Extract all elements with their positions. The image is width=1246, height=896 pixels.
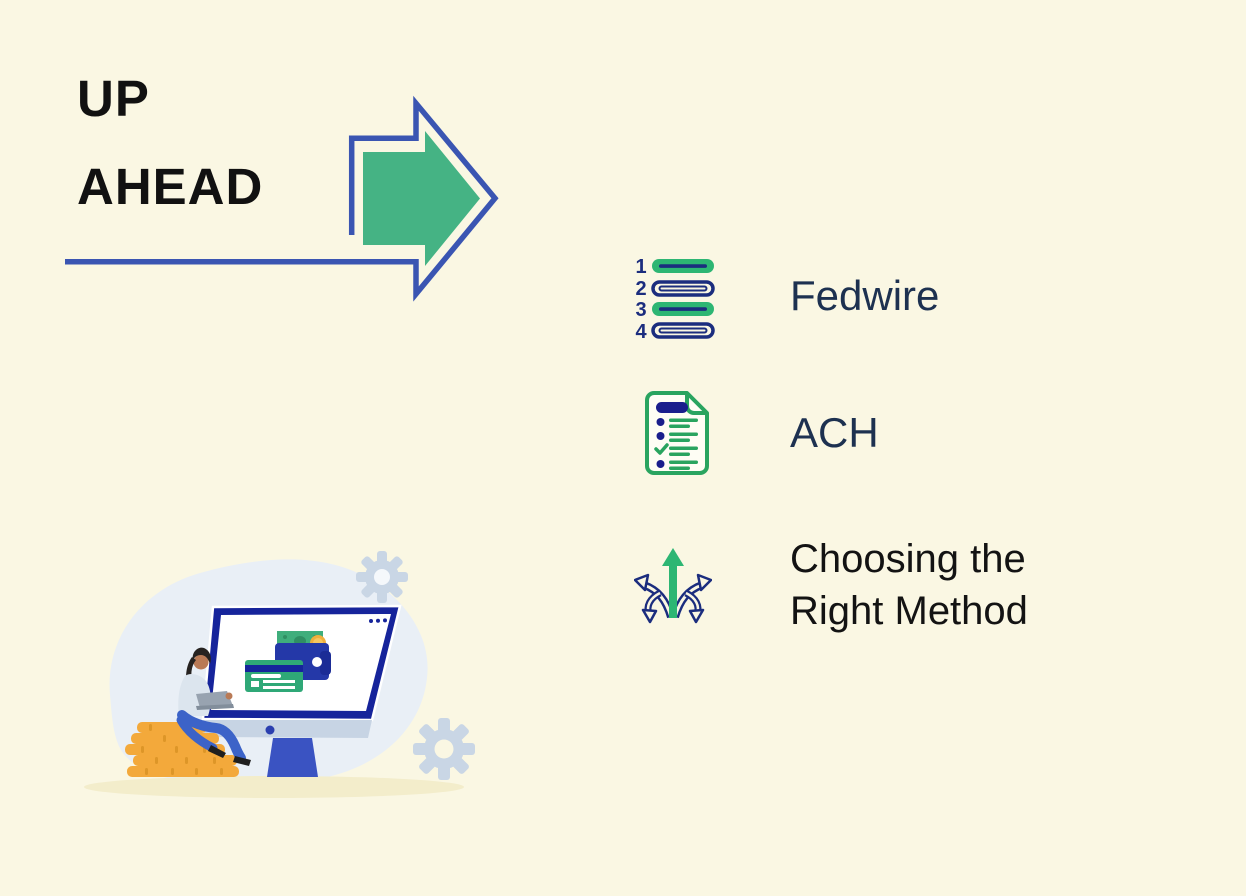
- gear-icon: [356, 551, 408, 603]
- wallet-money-graphic: [245, 631, 331, 692]
- person-shoe: [208, 745, 226, 758]
- gear-icon: [413, 718, 475, 780]
- monitor: [201, 604, 402, 777]
- svg-text:2: 2: [635, 278, 646, 300]
- list-item-ach: ACH: [632, 386, 879, 480]
- numbered-list-icon: 1 2 3 4: [635, 256, 715, 340]
- ground-shadow: [84, 776, 464, 798]
- title-line-1: UP: [77, 70, 150, 127]
- checklist-icon: [645, 391, 709, 475]
- item-label-fedwire: Fedwire: [790, 272, 940, 319]
- list-item-choosing-method: Choosing the Right Method: [632, 533, 1090, 637]
- svg-text:1: 1: [635, 256, 646, 278]
- coin-stack: [125, 722, 239, 777]
- person-leg: [176, 715, 218, 753]
- person: [176, 647, 251, 766]
- arrow-green-fill: [363, 131, 480, 266]
- svg-text:4: 4: [635, 321, 647, 340]
- laptop: [196, 691, 233, 708]
- item-label-ach: ACH: [790, 409, 879, 456]
- person-shoe: [233, 756, 251, 766]
- arrow-outline: [65, 95, 499, 302]
- up-ahead-arrow-icon: [60, 95, 505, 310]
- page-title: UP AHEAD: [77, 55, 263, 231]
- monitor-stand: [267, 738, 318, 777]
- payments-illustration: [75, 545, 480, 805]
- item-label-choosing-method: Choosing the Right Method: [790, 537, 1028, 633]
- list-item-fedwire: 1 2 3 4 Fedwire: [632, 248, 939, 344]
- svg-text:3: 3: [635, 299, 646, 321]
- title-line-2: AHEAD: [77, 158, 264, 215]
- person-leg: [177, 710, 246, 763]
- directions-icon: [634, 548, 712, 626]
